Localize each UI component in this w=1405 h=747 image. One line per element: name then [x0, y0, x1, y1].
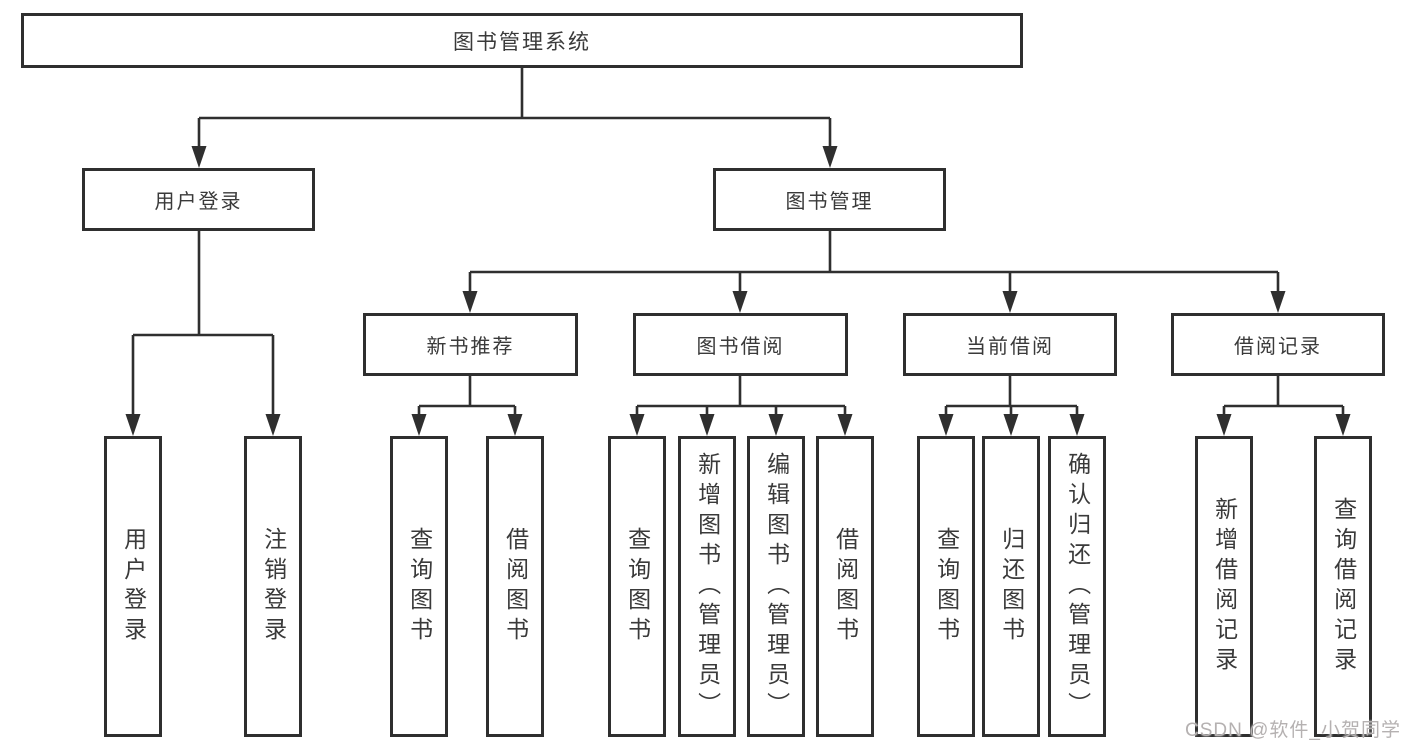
leaf-add-books-admin-label: 新增图书（管理员） — [694, 451, 721, 722]
leaf-edit-books-admin-label: 编辑图书（管理员） — [763, 451, 790, 722]
node-user-login-label: 用户登录 — [154, 191, 243, 213]
leaf-borrow-books-recommend-label: 借阅图书 — [502, 526, 529, 647]
node-book-borrow-label: 图书借阅 — [696, 336, 785, 358]
leaf-add-borrow-record-label: 新增借阅记录 — [1211, 496, 1238, 677]
node-new-book-recommend-label: 新书推荐 — [426, 336, 515, 358]
leaf-borrow-books-label: 借阅图书 — [832, 526, 859, 647]
node-new-book-recommend: 新书推荐 — [363, 313, 578, 376]
leaf-add-borrow-record: 新增借阅记录 — [1195, 436, 1253, 737]
node-book-management-label: 图书管理 — [785, 191, 874, 213]
leaf-query-books-recommend: 查询图书 — [390, 436, 448, 737]
leaf-logout-label: 注销登录 — [260, 526, 287, 647]
node-borrow-records-label: 借阅记录 — [1234, 336, 1322, 358]
leaf-user-login-label: 用户登录 — [120, 526, 147, 647]
node-root-label: 图书管理系统 — [453, 30, 591, 54]
leaf-add-books-admin: 新增图书（管理员） — [678, 436, 736, 737]
node-user-login: 用户登录 — [82, 168, 315, 231]
leaf-borrow-books: 借阅图书 — [816, 436, 874, 737]
node-book-borrow: 图书借阅 — [633, 313, 848, 376]
leaf-query-books-recommend-label: 查询图书 — [406, 526, 433, 647]
leaf-confirm-return-admin: 确认归还（管理员） — [1048, 436, 1106, 737]
node-current-borrow: 当前借阅 — [903, 313, 1117, 376]
node-book-management: 图书管理 — [713, 168, 946, 231]
leaf-query-borrow-record-label: 查询借阅记录 — [1330, 496, 1357, 677]
leaf-borrow-books-recommend: 借阅图书 — [486, 436, 544, 737]
leaf-edit-books-admin: 编辑图书（管理员） — [747, 436, 805, 737]
leaf-user-login: 用户登录 — [104, 436, 162, 737]
leaf-return-books-label: 归还图书 — [998, 526, 1025, 647]
watermark: CSDN @软件_小贺同学 — [1185, 720, 1401, 741]
leaf-query-borrow-record: 查询借阅记录 — [1314, 436, 1372, 737]
node-root: 图书管理系统 — [21, 13, 1023, 68]
leaf-query-books-current-label: 查询图书 — [933, 526, 960, 647]
leaf-query-books-borrow: 查询图书 — [608, 436, 666, 737]
leaf-return-books: 归还图书 — [982, 436, 1040, 737]
leaf-query-books-borrow-label: 查询图书 — [624, 526, 651, 647]
node-current-borrow-label: 当前借阅 — [966, 336, 1054, 358]
arrowheads — [125, 146, 1351, 436]
leaf-confirm-return-admin-label: 确认归还（管理员） — [1064, 451, 1091, 722]
leaf-query-books-current: 查询图书 — [917, 436, 975, 737]
leaf-logout: 注销登录 — [244, 436, 302, 737]
node-borrow-records: 借阅记录 — [1171, 313, 1385, 376]
